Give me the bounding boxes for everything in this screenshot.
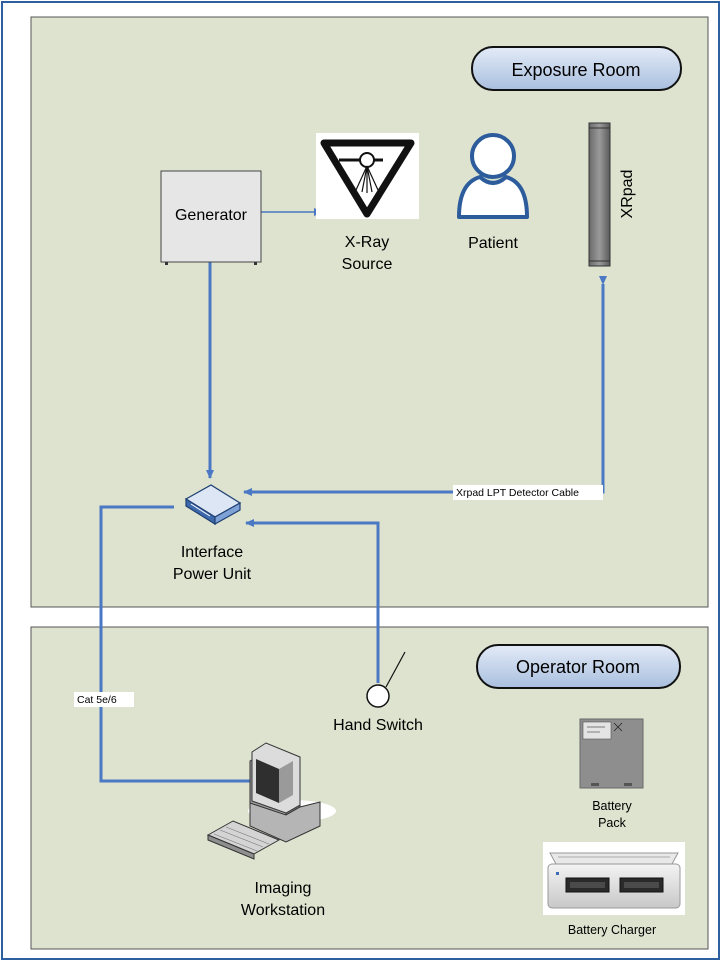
hand-switch-button (366, 684, 390, 708)
operator-room-badge: Operator Room (476, 644, 681, 689)
exposure-room-badge: Exposure Room (471, 46, 682, 91)
generator-box (160, 170, 262, 263)
xray-source-label-line2: Source (342, 256, 393, 273)
battery-charger-photo (547, 863, 681, 909)
exposure-room-title: Exposure Room (511, 60, 640, 80)
imaging-workstation: Imaging Workstation (206, 742, 336, 919)
hand-switch-line (245, 519, 380, 683)
xrpad-label: XRpad (619, 170, 636, 219)
hand-switch: Hand Switch (333, 651, 423, 734)
person-icon (457, 175, 529, 219)
generator-unit: Generator (160, 170, 262, 265)
generator-label: Generator (175, 207, 248, 224)
xrpad-detector: XRpad (588, 122, 636, 267)
exposure-room-panel (30, 16, 709, 608)
battery-pack-label-line2: Pack (598, 816, 627, 830)
battery-pack-label-line1: Battery (592, 799, 632, 813)
workstation-label-line1: Imaging (255, 880, 312, 897)
battery-charger: Battery Charger (543, 842, 685, 937)
battery-pack: Battery Pack (579, 718, 644, 830)
interface-label-line2: Power Unit (173, 566, 252, 583)
operator-room-title: Operator Room (516, 657, 640, 677)
interface-label-line1: Interface (181, 544, 243, 561)
interface-power-unit: Interface Power Unit (173, 484, 252, 583)
battery-charger-label: Battery Charger (568, 923, 656, 937)
xrpad-panel (588, 122, 611, 267)
workstation-label-line2: Workstation (241, 902, 325, 919)
patient-label: Patient (468, 235, 518, 252)
hand-switch-label: Hand Switch (333, 717, 423, 734)
xray-source: X-Ray Source (316, 133, 419, 273)
detector-cable-label: Xrpad LPT Detector Cable (456, 487, 579, 499)
xray-source-label-line1: X-Ray (345, 234, 389, 251)
network-cable-line (99, 505, 250, 783)
network-cable-label: Cat 5e/6 (77, 694, 117, 706)
patient-figure: Patient (457, 133, 529, 252)
